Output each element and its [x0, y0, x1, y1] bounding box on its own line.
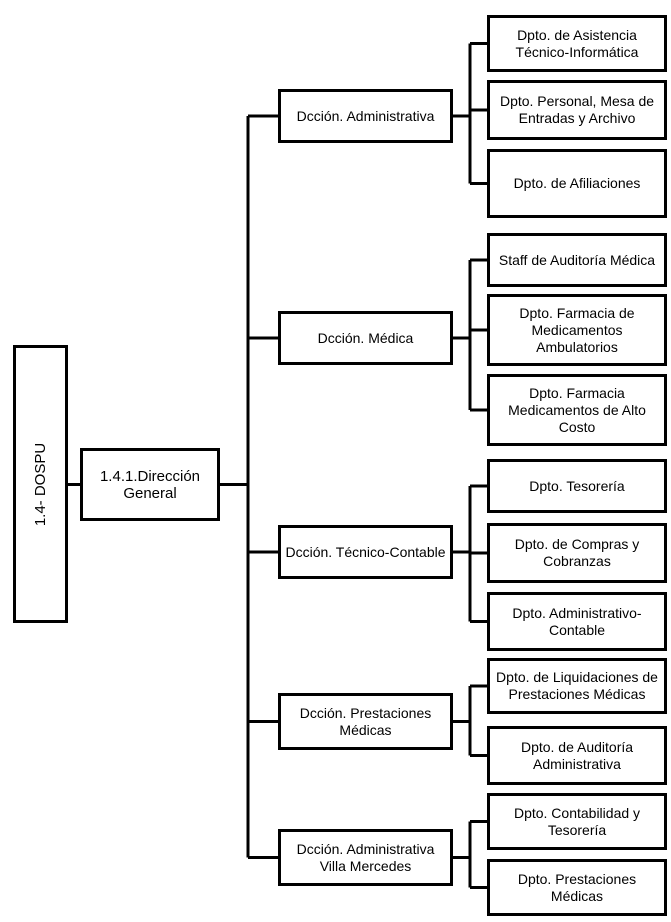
department-box: Dpto. Prestaciones Médicas	[487, 859, 667, 916]
department-box: Dpto. Farmacia de Medicamentos Ambulator…	[487, 294, 667, 366]
department-label: Dpto. de Asistencia Técnico-Informática	[515, 26, 639, 60]
department-label: Dpto. Tesorería	[529, 477, 625, 494]
department-box: Dpto. Administrativo- Contable	[487, 592, 667, 651]
direction-label: Dcción. Administrativa	[296, 107, 435, 124]
department-label: Dpto. Contabilidad y Tesorería	[513, 804, 641, 838]
department-box: Dpto. de Afiliaciones	[487, 149, 667, 218]
department-box: Dpto. de Compras y Cobranzas	[487, 523, 667, 583]
department-label: Dpto. de Compras y Cobranzas	[514, 536, 640, 569]
direction-label: Dcción. Prestaciones Médicas	[299, 704, 432, 738]
department-label: Dpto. Farmacia de Medicamentos Ambulator…	[519, 304, 635, 355]
root-box: 1.4- DOSPU	[13, 345, 68, 623]
department-label: Dpto. Prestaciones Médicas	[517, 870, 637, 904]
direction-villa-mercedes-box: Dcción. Administrativa Villa Mercedes	[278, 829, 453, 886]
direction-medica-box: Dcción. Médica	[278, 311, 453, 365]
department-label: Dpto. de Afiliaciones	[513, 175, 641, 191]
department-box: Dpto. Farmacia Medicamentos de Alto Cost…	[487, 374, 667, 446]
department-label: Staff de Auditoría Médica	[498, 251, 656, 268]
direction-tecnico-contable-box: Dcción. Técnico-Contable	[278, 525, 453, 579]
department-box: Dpto. de Asistencia Técnico-Informática	[487, 15, 667, 72]
general-direction-label: 1.4.1.Dirección General	[99, 467, 201, 502]
department-box: Staff de Auditoría Médica	[487, 233, 667, 287]
department-label: Dpto. de Liquidaciones de Prestaciones M…	[496, 669, 658, 702]
direction-label: Dcción. Técnico-Contable	[285, 543, 446, 560]
direction-prestaciones-medicas-box: Dcción. Prestaciones Médicas	[278, 693, 453, 750]
root-label: 1.4- DOSPU	[32, 442, 50, 526]
department-box: Dpto. Tesorería	[487, 459, 667, 513]
department-box: Dpto. Personal, Mesa de Entradas y Archi…	[487, 80, 667, 140]
department-label: Dpto. Administrativo- Contable	[512, 604, 642, 638]
department-label: Dpto. Personal, Mesa de Entradas y Archi…	[499, 93, 655, 126]
direction-administrativa-box: Dcción. Administrativa	[278, 89, 453, 143]
department-box: Dpto. de Auditoría Administrativa	[487, 726, 667, 785]
department-label: Dpto. de Auditoría Administrativa	[520, 738, 634, 772]
department-box: Dpto. Contabilidad y Tesorería	[487, 793, 667, 850]
direction-label: Dcción. Médica	[317, 329, 414, 346]
direction-label: Dcción. Administrativa Villa Mercedes	[296, 840, 435, 874]
general-direction-box: 1.4.1.Dirección General	[80, 448, 220, 521]
department-box: Dpto. de Liquidaciones de Prestaciones M…	[487, 658, 667, 714]
department-label: Dpto. Farmacia Medicamentos de Alto Cost…	[508, 384, 646, 435]
